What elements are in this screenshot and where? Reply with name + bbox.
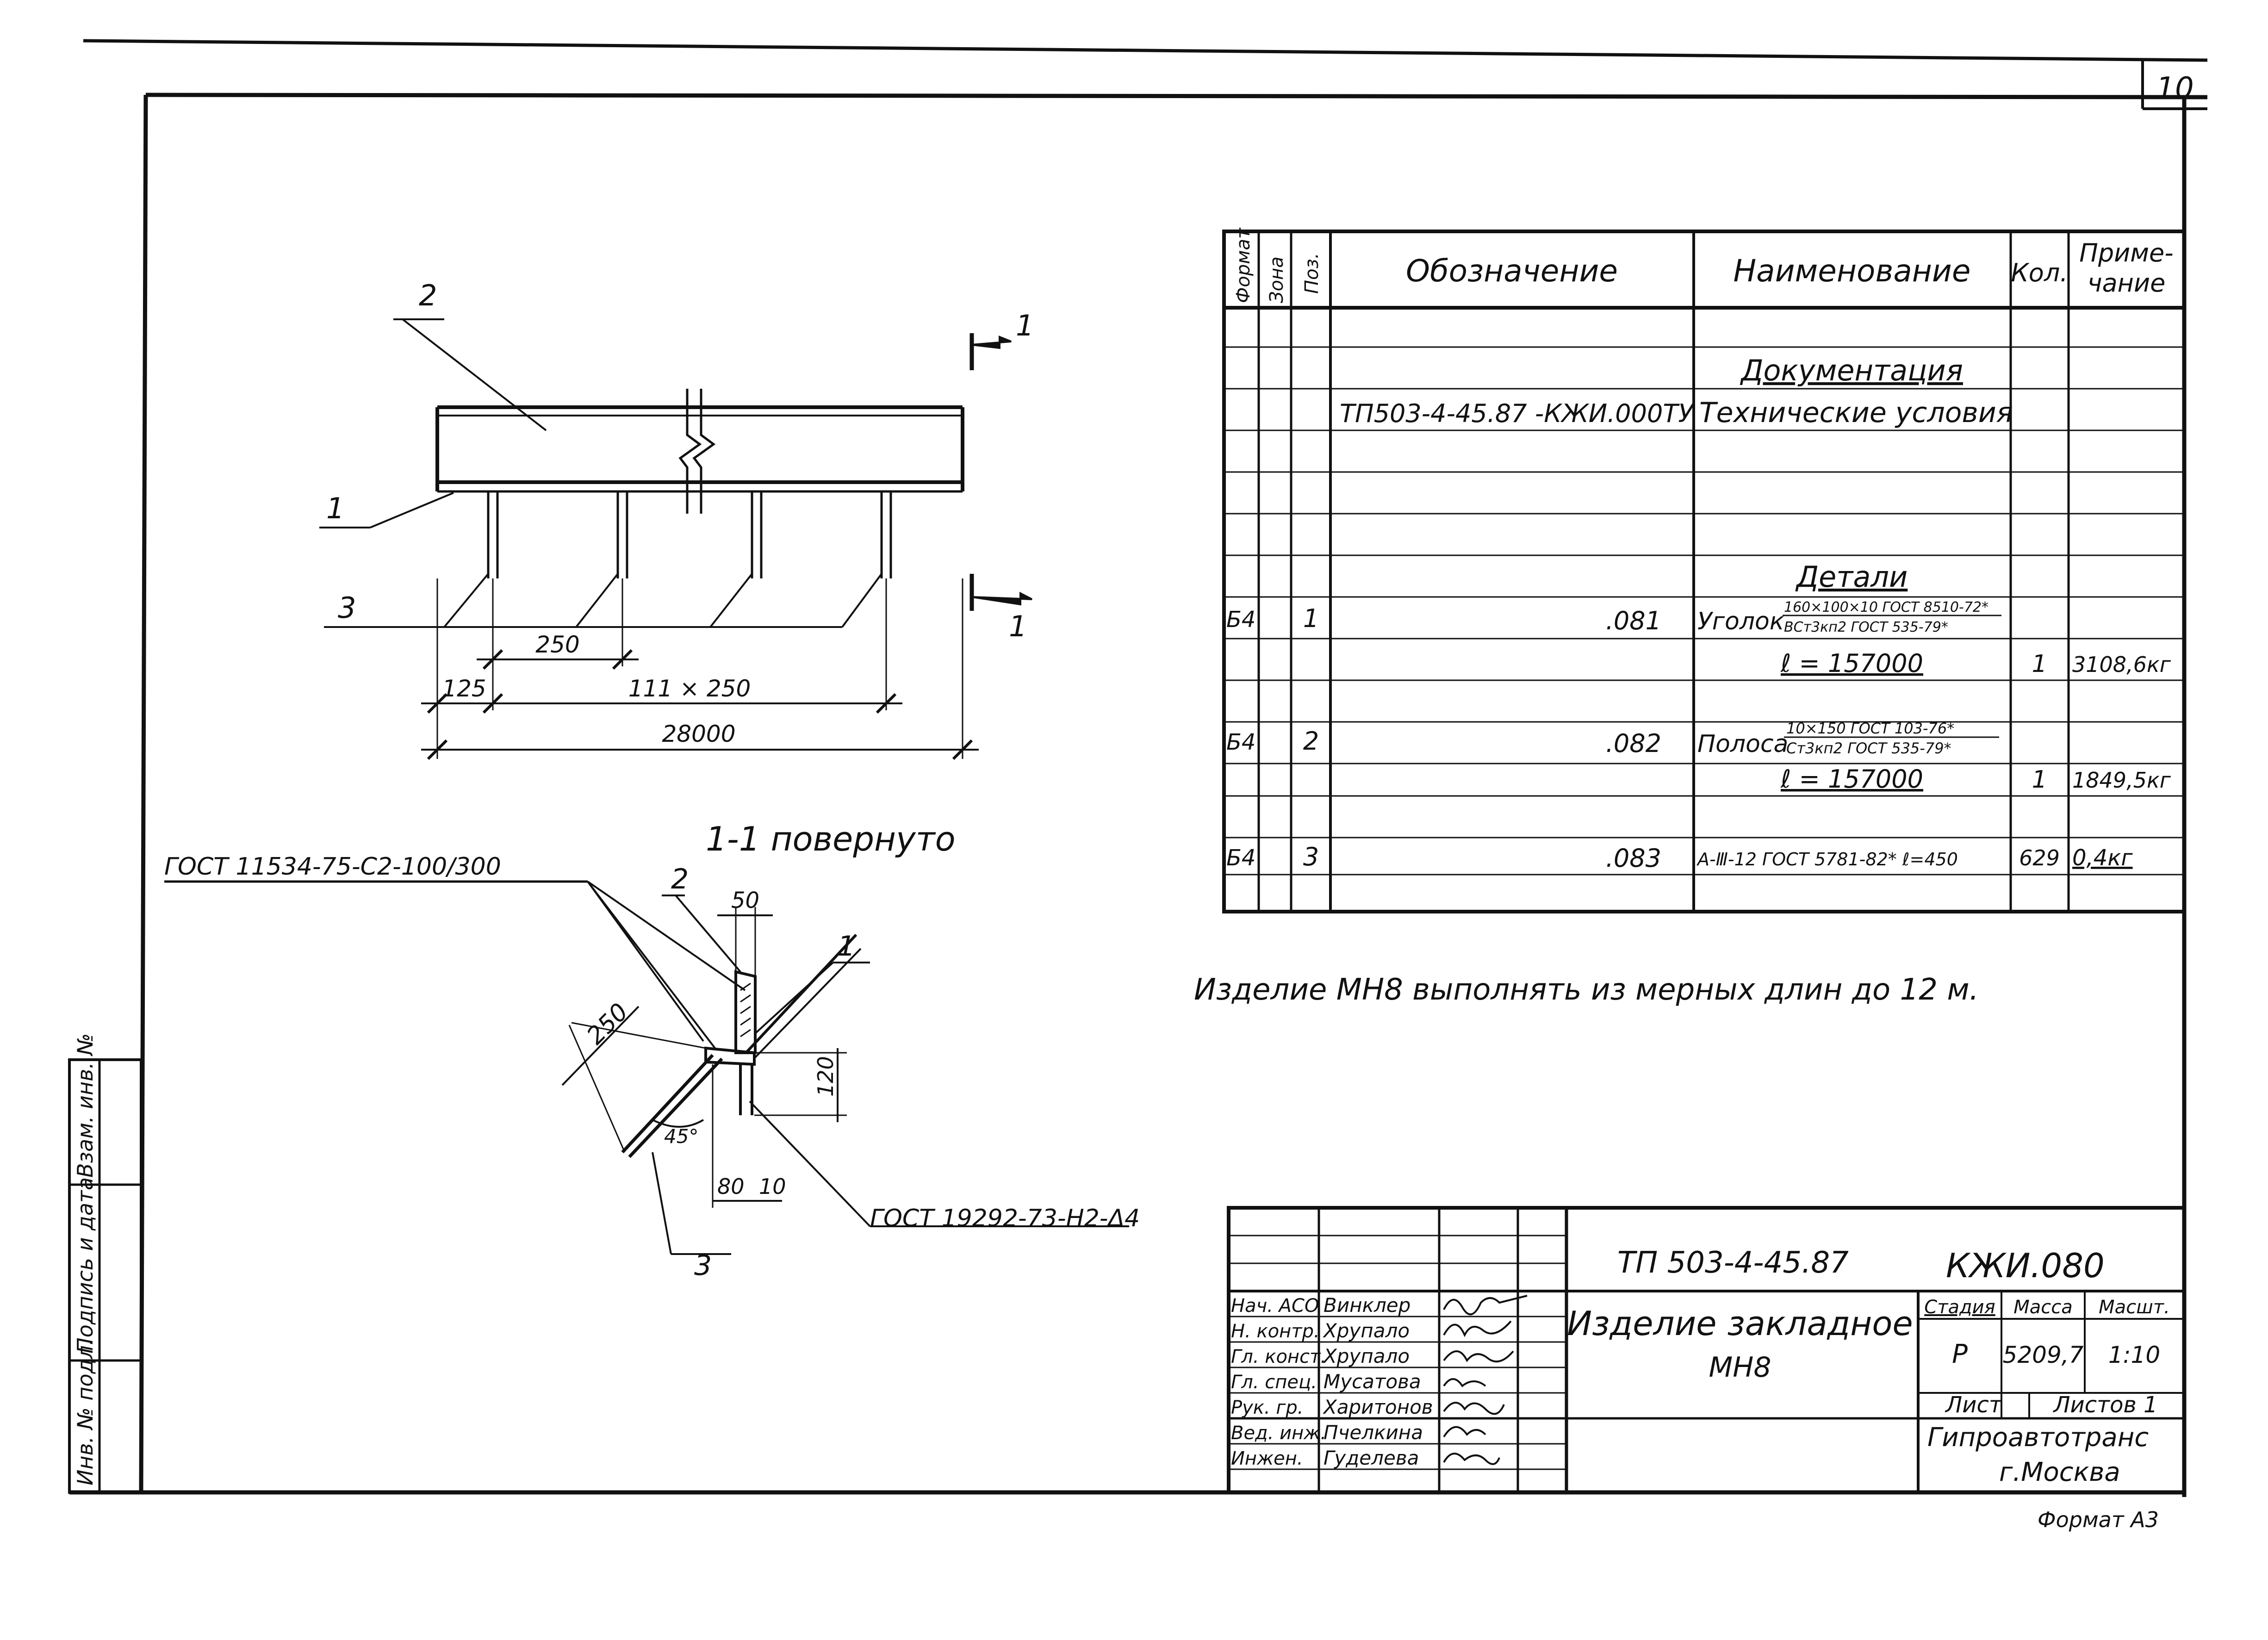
signer-name-6: Пчелкина — [1324, 1421, 1423, 1444]
spec-row1-length: ℓ = 157000 — [1780, 649, 1923, 678]
spec-header-name: Наименование — [1734, 253, 1971, 289]
signer-role-5: Рук. гр. — [1231, 1397, 1304, 1418]
section-dim-thickness: 10 — [759, 1174, 786, 1199]
signer-role-2: Н. контр. — [1231, 1321, 1320, 1342]
sheets-label: Листов 1 — [2052, 1392, 2157, 1418]
spec-row2-pos: 2 — [1303, 727, 1319, 756]
spec-row3-qty: 629 — [2019, 845, 2060, 870]
spec-row1-spec-top: 160×100×10 ГОСТ 8510-72* — [1784, 599, 1988, 615]
spec-row2-code: .082 — [1606, 729, 1661, 758]
title-line-2: МН8 — [1709, 1351, 1771, 1384]
elevation-drawing — [319, 318, 1032, 760]
spec-header-qty: Кол. — [2011, 258, 2068, 287]
dim-edge: 125 — [442, 675, 486, 702]
spec-header-format: Формат — [1233, 227, 1254, 303]
spec-row1-qty: 1 — [2032, 650, 2047, 678]
spec-row2-name: Полоса — [1697, 730, 1788, 758]
sheet-label: Лист — [1945, 1392, 2003, 1418]
spec-row2-format: Б4 — [1226, 729, 1255, 755]
spec-row2-length: ℓ = 157000 — [1780, 764, 1923, 794]
spec-row3-format: Б4 — [1226, 845, 1255, 871]
side-stamp-replace-label: Взам. инв. № — [73, 1033, 98, 1178]
signer-name-2: Хрупало — [1323, 1319, 1410, 1342]
dim-chain: 111 × 250 — [628, 675, 751, 702]
format-label: Формат А3 — [2038, 1507, 2159, 1532]
mass-label: Масса — [2013, 1297, 2073, 1318]
spec-header-note-1: Приме- — [2079, 238, 2173, 267]
spec-row3-code: .083 — [1606, 844, 1661, 873]
spec-header-zone: Зона — [1266, 256, 1287, 303]
mass-value: 5209,7 — [2003, 1342, 2084, 1368]
section-title: 1-1 повернуто — [706, 820, 956, 858]
spec-doc-code: ТП503-4-45.87 -КЖИ.000ТУ — [1340, 399, 1695, 428]
section-drawing — [164, 880, 1129, 1255]
spec-row2-spec-top: 10×150 ГОСТ 103-76* — [1786, 720, 1954, 737]
spec-doc-name: Технические условия — [1699, 397, 2013, 429]
title-project-code: ТП 503-4-45.87 — [1617, 1246, 1849, 1280]
spec-section-docs: Документация — [1740, 354, 1963, 387]
section-mark-bottom: 1 — [1009, 609, 1027, 643]
spec-row3-name: А-Ⅲ-12 ГОСТ 5781-82* ℓ=450 — [1696, 849, 1958, 870]
side-stamp — [68, 1058, 143, 1494]
callout-angle: 1 — [326, 491, 344, 525]
section-callout-anchor: 3 — [694, 1249, 712, 1282]
side-stamp-inv-label: Инв. № подл. — [73, 1339, 98, 1485]
section-mark-top: 1 — [1016, 309, 1034, 342]
section-dim-length: 250 — [582, 998, 634, 1050]
callout-plate: 2 — [419, 279, 437, 312]
spec-row1-spec-bottom: ВСт3кп2 ГОСТ 535-79* — [1784, 619, 1948, 635]
section-dim-angle: 45° — [664, 1125, 698, 1148]
section-dim-offset: 80 — [717, 1174, 745, 1199]
signer-role-4: Гл. спец. — [1231, 1372, 1317, 1393]
spec-section-parts: Детали — [1795, 560, 1908, 594]
spec-row2-qty: 1 — [2032, 766, 2047, 794]
title-line-1: Изделие закладное — [1567, 1304, 1913, 1343]
spec-row3-pos: 3 — [1303, 842, 1319, 871]
signer-name-5: Харитонов — [1323, 1396, 1433, 1418]
org-name: Гипроавтотранс — [1927, 1423, 2149, 1453]
signer-role-1: Нач. АСО — [1231, 1295, 1319, 1317]
signer-role-3: Гл. конст. — [1231, 1346, 1326, 1367]
spec-table-grid — [1222, 230, 2186, 913]
page-number: 10 — [2156, 71, 2193, 106]
spec-row1-pos: 1 — [1303, 604, 1319, 633]
spec-row1-format: Б4 — [1226, 607, 1255, 633]
spec-row2-spec-bottom: Ст3кп2 ГОСТ 535-79* — [1786, 739, 1951, 757]
spec-row3-note: 0,4кг — [2072, 845, 2133, 871]
title-block-grid — [1227, 1206, 2186, 1494]
section-dim-height: 120 — [813, 1056, 838, 1097]
stage-value: Р — [1952, 1339, 1968, 1369]
callout-anchor: 3 — [338, 591, 356, 625]
dim-pitch: 250 — [535, 631, 579, 658]
signer-name-4: Мусатова — [1324, 1370, 1421, 1393]
signer-name-3: Хрупало — [1323, 1345, 1410, 1367]
scale-value: 1:10 — [2108, 1342, 2160, 1368]
spec-row1-note: 3108,6кг — [2072, 652, 2171, 677]
org-city: г.Москва — [1999, 1457, 2120, 1487]
signatures — [1443, 1295, 1528, 1465]
production-note: Изделие МН8 выполнять из мерных длин до … — [1194, 973, 1979, 1007]
spec-header-code: Обозначение — [1406, 253, 1618, 289]
signer-name-7: Гуделева — [1324, 1447, 1419, 1469]
weld-spec-top: ГОСТ 11534-75-С2-100/300 — [164, 853, 501, 881]
spec-header-note-2: чание — [2088, 268, 2166, 298]
spec-row2-note: 1849,5кг — [2072, 768, 2171, 793]
spec-row1-code: .081 — [1606, 606, 1661, 635]
spec-row1-name: Уголок — [1697, 608, 1784, 635]
signer-name-1: Винклер — [1324, 1294, 1411, 1317]
scale-label: Масшт. — [2099, 1297, 2170, 1318]
dim-total: 28000 — [662, 721, 735, 747]
signer-role-6: Вед. инж. — [1231, 1423, 1326, 1444]
section-callout-angle: 1 — [838, 930, 855, 963]
spec-header-pos: Поз. — [1301, 253, 1323, 294]
section-dim-width: 50 — [731, 888, 759, 913]
signer-role-7: Инжен. — [1231, 1448, 1303, 1469]
weld-spec-bottom: ГОСТ 19292-73-Н2-Δ4 — [870, 1205, 1140, 1232]
side-stamp-signature-label: Подпись и дата — [73, 1177, 98, 1354]
section-callout-plate: 2 — [671, 863, 689, 895]
stage-label: Стадия — [1924, 1297, 1995, 1318]
title-sheet-code: КЖИ.080 — [1946, 1246, 2105, 1285]
